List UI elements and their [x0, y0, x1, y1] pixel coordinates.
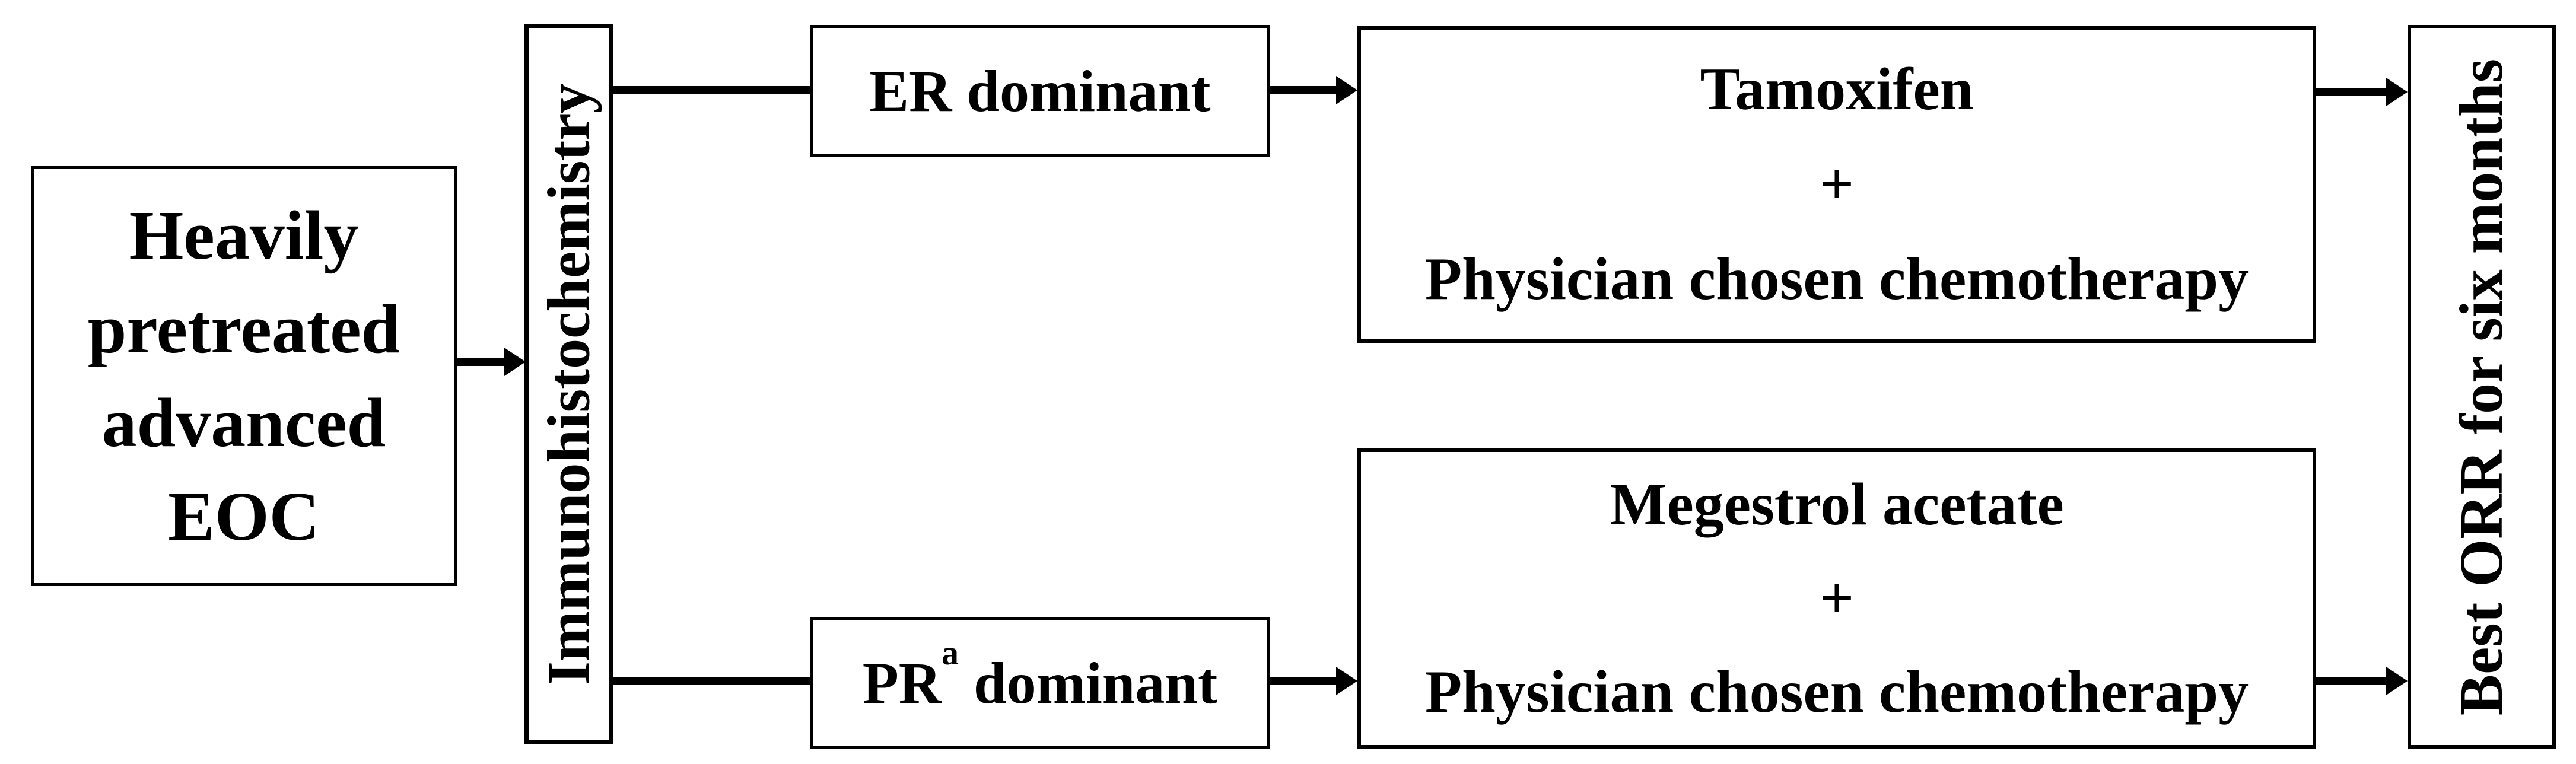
- node-tamoxifen-arm: Tamoxifen + Physician chosen chemotherap…: [1357, 26, 2316, 343]
- node-label: Tamoxifen + Physician chosen chemotherap…: [1425, 42, 2249, 327]
- chemo-line: Physician chosen chemotherapy: [1424, 658, 2249, 725]
- node-pr-dominant: PRa dominant: [810, 617, 1270, 749]
- arrow-er-to-tamoxifen-head: [1336, 76, 1357, 104]
- node-label-vertical: Immunohistochemistry: [535, 83, 603, 685]
- connector-ihc-to-pr: [613, 677, 813, 685]
- footnote-superscript: a: [942, 634, 959, 673]
- plus-sign: +: [1819, 151, 1855, 218]
- arrow-patient-to-ihc-shaft: [457, 358, 507, 366]
- arrow-tamoxifen-to-orr-head: [2386, 78, 2408, 106]
- arrow-er-to-tamoxifen-shaft: [1268, 86, 1338, 94]
- node-label: PRa dominant: [862, 636, 1218, 717]
- connector-ihc-to-er: [613, 86, 813, 94]
- label-line: EOC: [168, 477, 320, 555]
- arrow-pr-to-megestrol-shaft: [1268, 677, 1338, 685]
- node-immunohistochemistry: Immunohistochemistry: [524, 24, 613, 744]
- drug-name: Tamoxifen: [1700, 56, 1974, 123]
- dominant-text: dominant: [974, 650, 1218, 716]
- pr-text: PR: [862, 650, 942, 716]
- node-label-vertical: Best ORR for six months: [2447, 58, 2516, 715]
- node-heavily-pretreated-advanced-eoc: Heavily pretreated advanced EOC: [31, 166, 457, 586]
- drug-name: Megestrol acetate: [1610, 471, 2064, 538]
- label-line: pretreated: [87, 290, 400, 368]
- node-megestrol-arm: Megestrol acetate + Physician chosen che…: [1357, 448, 2316, 749]
- label-line: Heavily: [129, 196, 359, 274]
- node-label: Heavily pretreated advanced EOC: [88, 189, 400, 564]
- arrow-patient-to-ihc-head: [504, 348, 526, 376]
- arrow-pr-to-megestrol-head: [1336, 667, 1357, 695]
- label-line: advanced: [101, 384, 386, 461]
- node-label: Megestrol acetate + Physician chosen che…: [1425, 458, 2249, 739]
- chemo-line: Physician chosen chemotherapy: [1424, 246, 2249, 313]
- node-er-dominant: ER dominant: [810, 25, 1270, 157]
- arrow-megestrol-to-orr-shaft: [2315, 677, 2389, 685]
- plus-sign: +: [1819, 565, 1855, 632]
- node-label: ER dominant: [869, 58, 1211, 124]
- node-best-orr-six-months: Best ORR for six months: [2408, 25, 2556, 749]
- arrow-tamoxifen-to-orr-shaft: [2315, 88, 2389, 96]
- arrow-megestrol-to-orr-head: [2386, 667, 2408, 695]
